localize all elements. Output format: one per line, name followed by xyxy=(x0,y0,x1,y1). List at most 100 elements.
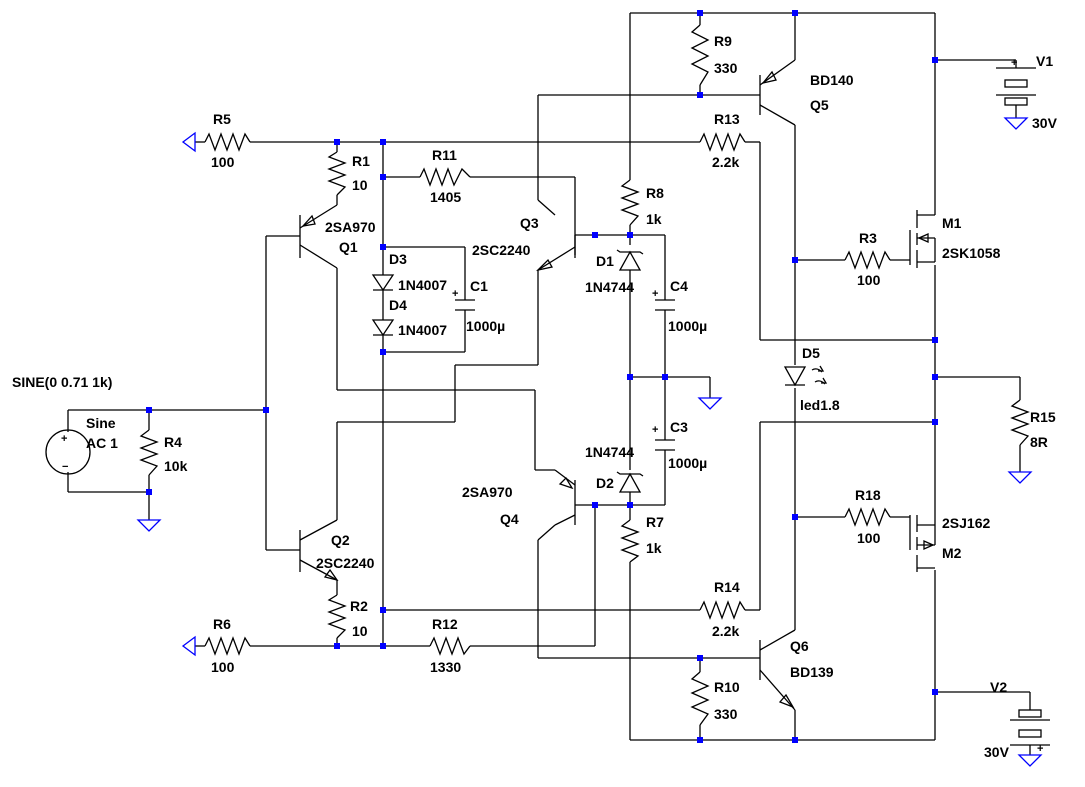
label-r9-name: R9 xyxy=(714,33,732,49)
mosfet-m1 xyxy=(909,210,936,268)
label-q1-type: 2SA970 xyxy=(325,219,376,235)
wires xyxy=(67,12,1031,755)
label-c4-name: C4 xyxy=(670,278,688,294)
label-d5-name: D5 xyxy=(802,345,820,361)
label-q5-type: BD140 xyxy=(810,72,854,88)
label-d3-name: D3 xyxy=(389,251,407,267)
label-r13-name: R13 xyxy=(714,111,740,127)
label-d4-name: D4 xyxy=(389,297,407,313)
resistor-r13 xyxy=(699,132,746,152)
label-d5-value: led1.8 xyxy=(800,397,840,413)
label-q2-name: Q2 xyxy=(331,532,350,548)
label-m2-type: 2SJ162 xyxy=(942,515,990,531)
label-c1-name: C1 xyxy=(470,278,488,294)
ground-icon xyxy=(136,519,162,532)
label-r15-value: 8R xyxy=(1030,434,1048,450)
svg-text:+: + xyxy=(61,433,67,445)
label-r11-name: R11 xyxy=(432,147,457,163)
sources xyxy=(45,67,1050,746)
resistors xyxy=(139,24,1030,726)
transistor-q3 xyxy=(535,215,576,272)
label-r2-name: R2 xyxy=(350,598,368,614)
transistor-q1 xyxy=(299,204,338,269)
battery-v1 xyxy=(996,67,1036,106)
label-r9-value: 330 xyxy=(714,60,738,76)
label-q3-name: Q3 xyxy=(520,215,539,231)
ground-icon xyxy=(1007,471,1033,484)
mosfet-m2 xyxy=(909,515,936,572)
label-v1-value: 30V xyxy=(1032,115,1058,131)
label-d3-value: 1N4007 xyxy=(398,277,447,293)
zener-d2 xyxy=(618,472,642,493)
label-c4-value: 1000µ xyxy=(668,318,707,334)
svg-text:+: + xyxy=(1011,57,1017,69)
label-source-ac: AC 1 xyxy=(86,435,118,451)
resistor-r4 xyxy=(139,429,159,476)
label-r3-name: R3 xyxy=(859,230,877,246)
label-r12-name: R12 xyxy=(432,616,458,632)
resistor-r6 xyxy=(204,636,251,656)
label-r13-value: 2.2k xyxy=(712,154,739,170)
ground-icon xyxy=(1003,117,1029,130)
label-r4-value: 10k xyxy=(164,458,188,474)
label-r10-value: 330 xyxy=(714,706,738,722)
label-q2-type: 2SC2240 xyxy=(316,555,375,571)
label-r11-value: 1405 xyxy=(430,189,461,205)
label-r1-value: 10 xyxy=(352,177,368,193)
label-source-name: Sine xyxy=(86,415,116,431)
svg-text:+: + xyxy=(452,288,458,300)
ground-icon xyxy=(1017,754,1043,767)
transistor-q6 xyxy=(759,629,796,711)
diode-d3 xyxy=(371,274,395,292)
label-r8-value: 1k xyxy=(646,211,662,227)
label-q6-type: BD139 xyxy=(790,664,834,680)
label-r10-name: R10 xyxy=(714,679,740,695)
label-r7-value: 1k xyxy=(646,540,662,556)
label-d2-name: D2 xyxy=(596,475,614,491)
capacitors xyxy=(455,299,675,451)
label-v1-name: V1 xyxy=(1036,53,1053,69)
sine-source xyxy=(45,429,91,475)
label-r4-name: R4 xyxy=(164,434,182,450)
component-labels: R5 100 R6 100 R1 10 R2 10 R4 10k R11 140… xyxy=(12,33,1058,760)
label-v2-value: 30V xyxy=(984,744,1010,760)
junctions xyxy=(146,10,938,743)
resistor-r9 xyxy=(690,24,710,86)
label-m1-name: M1 xyxy=(942,215,962,231)
label-q5-name: Q5 xyxy=(810,97,829,113)
grounds xyxy=(136,117,1043,767)
svg-text:+: + xyxy=(652,288,658,300)
label-r18-value: 100 xyxy=(857,530,881,546)
label-r1-name: R1 xyxy=(352,153,370,169)
label-r5-value: 100 xyxy=(211,154,235,170)
input-flag-icon xyxy=(181,131,196,153)
label-q1-name: Q1 xyxy=(339,239,358,255)
input-flag-icon xyxy=(181,635,196,657)
resistor-r12 xyxy=(429,636,471,656)
resistor-r7 xyxy=(620,519,640,563)
led-d5 xyxy=(783,366,807,387)
diode-d4 xyxy=(371,319,395,337)
label-r6-value: 100 xyxy=(211,659,235,675)
resistor-r18 xyxy=(844,507,891,527)
label-r5-name: R5 xyxy=(213,111,231,127)
label-c3-value: 1000µ xyxy=(668,455,707,471)
label-r15-name: R15 xyxy=(1030,409,1056,425)
resistor-r3 xyxy=(844,250,891,270)
transistor-q5 xyxy=(759,59,796,126)
label-r6-name: R6 xyxy=(213,616,231,632)
resistor-r10 xyxy=(690,671,710,726)
svg-text:+: + xyxy=(652,424,658,436)
capacitor-polarity-marks: + + + xyxy=(452,288,658,436)
label-m2-name: M2 xyxy=(942,545,962,561)
transistors xyxy=(299,59,936,711)
label-r8-name: R8 xyxy=(646,185,664,201)
label-q6-name: Q6 xyxy=(790,638,809,654)
label-d2-value: 1N4744 xyxy=(585,444,634,460)
label-r12-value: 1330 xyxy=(430,659,461,675)
source-polarity: + − + + xyxy=(61,57,1043,755)
diodes xyxy=(371,249,828,493)
label-c1-value: 1000µ xyxy=(466,318,505,334)
resistor-r15 xyxy=(1010,399,1030,446)
